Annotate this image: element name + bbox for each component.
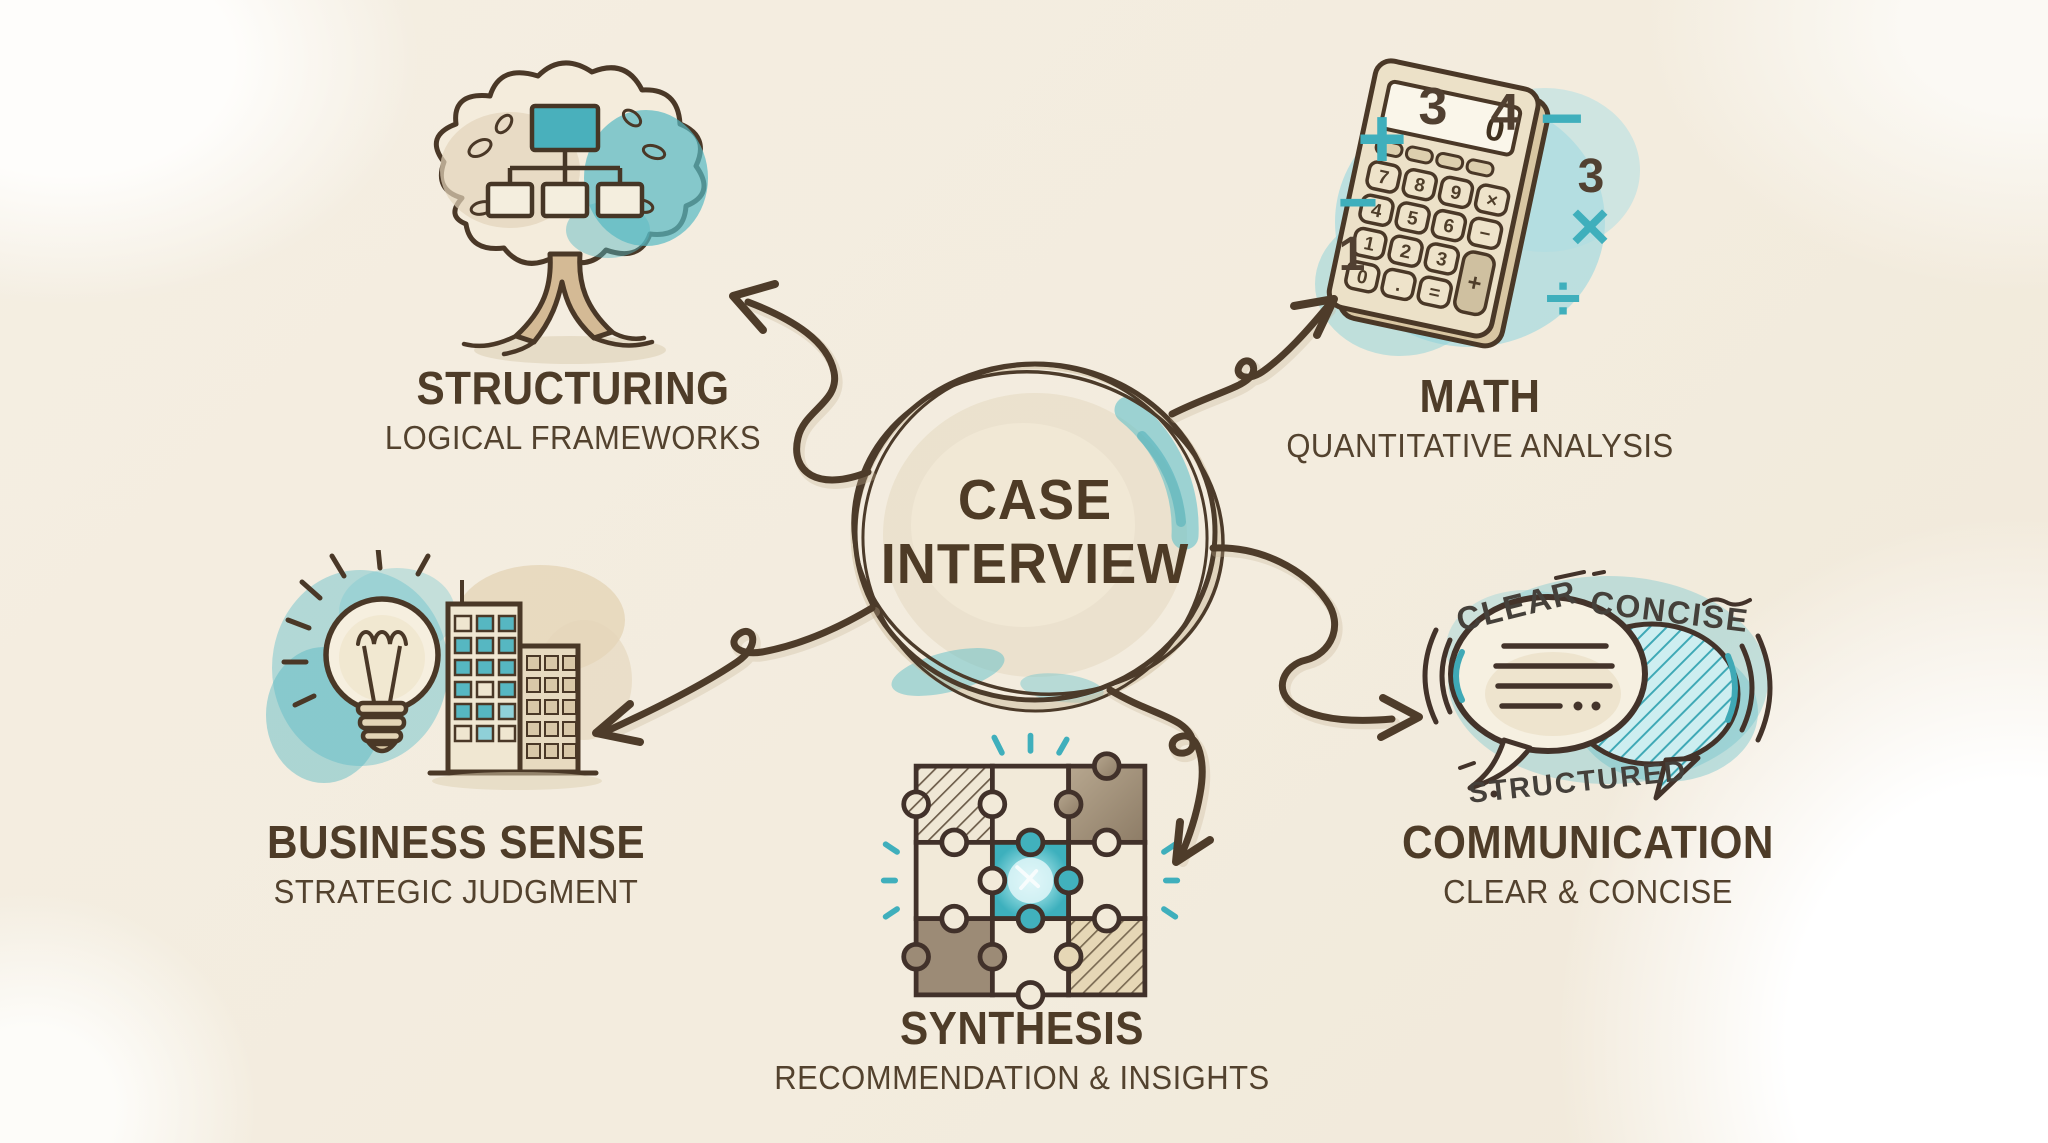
structuring-title: STRUCTURING [416, 362, 730, 414]
paper-wash-top-right [1618, 0, 2048, 310]
svg-text:0: 0 [1355, 266, 1370, 289]
tree-org-chart-icon [433, 60, 708, 364]
svg-text:3: 3 [1434, 249, 1449, 272]
node-business: BUSINESS SENSE STRATEGIC JUDGMENT [186, 818, 726, 911]
communication-title: COMMUNICATION [1402, 816, 1774, 868]
lightbulb-buildings-icon [266, 550, 632, 790]
filament-leg [388, 645, 402, 703]
three-symbol-right: 3 [1578, 150, 1605, 203]
svg-text:7: 7 [1376, 167, 1391, 190]
keypad-keys [1344, 160, 1511, 317]
plus-key [1453, 250, 1496, 317]
bulb-inner-wash [339, 615, 425, 701]
tree-trunk [513, 251, 615, 345]
calculator-display [1379, 79, 1523, 157]
svg-text:9: 9 [1448, 182, 1463, 205]
math-title: MATH [1419, 370, 1541, 422]
structuring-subtitle: LOGICAL FRAMEWORKS [384, 419, 762, 457]
function-keys [1374, 139, 1495, 178]
one-symbol: 1 [1339, 228, 1366, 281]
center-title-line1: CASE [957, 468, 1113, 532]
four-symbol: 4 [1491, 84, 1520, 142]
bubble-dot [1573, 701, 1583, 711]
communication-subtitle: CLEAR & CONCISE [1443, 873, 1733, 911]
bulb-filament-coil [356, 630, 408, 646]
org-chart-child-box [540, 181, 590, 219]
times-symbol: × [1570, 187, 1611, 265]
org-chart-child-box [595, 181, 645, 219]
puzzle-icon [880, 732, 1181, 1010]
node-communication: COMMUNICATION CLEAR & CONCISE [1318, 818, 1858, 911]
divide-symbol: ÷ [1545, 262, 1580, 334]
teal-smudge-bottom-left [891, 648, 1005, 696]
glow-flare [1015, 865, 1041, 891]
teal-arc-accent [1114, 396, 1199, 550]
minus-symbol: − [1540, 76, 1584, 161]
svg-text:5: 5 [1405, 208, 1420, 231]
svg-text:=: = [1427, 282, 1442, 305]
puzzle-knobs [901, 751, 1122, 1010]
arrowhead-structuring [729, 280, 779, 334]
bubble-dot [1591, 701, 1601, 711]
org-chart-child-box [485, 181, 535, 219]
ground-shadow [432, 772, 602, 790]
svg-text:+: + [1465, 269, 1484, 298]
svg-text:8: 8 [1412, 174, 1427, 197]
plus-symbol: + [1357, 91, 1407, 187]
svg-text:2: 2 [1398, 241, 1413, 264]
bulb-rays [281, 550, 431, 708]
svg-text:.: . [1394, 275, 1404, 297]
center-title: CASE INTERVIEW [835, 468, 1235, 596]
synthesis-subtitle: RECOMMENDATION & INSIGHTS [774, 1059, 1270, 1097]
keypad-labels: 7 8 9 × 4 5 6 − 1 2 3 0 . = + [1355, 167, 1500, 305]
minus-symbol-left: − [1338, 163, 1379, 241]
center-title-line2: INTERVIEW [880, 532, 1190, 596]
node-synthesis: SYNTHESIS RECOMMENDATION & INSIGHTS [752, 1004, 1292, 1097]
synthesis-title: SYNTHESIS [899, 1002, 1145, 1054]
floating-math-symbols: + 3 4 − 3 × ÷ − 1 [1338, 76, 1611, 334]
node-structuring: STRUCTURING LOGICAL FRAMEWORKS [303, 364, 843, 457]
business-subtitle: STRATEGIC JUDGMENT [273, 873, 639, 911]
calculator-icon: 0 7 8 9 × 4 5 6 − 1 2 [1315, 58, 1640, 356]
svg-text:×: × [1484, 190, 1499, 213]
svg-text:1: 1 [1362, 233, 1377, 256]
math-subtitle: QUANTITATIVE ANALYSIS [1286, 427, 1674, 465]
circle-inner-highlight [911, 423, 1135, 627]
sketch-ring-2 [861, 363, 1209, 713]
tower-2-windows [526, 655, 577, 759]
filament-leg [362, 645, 376, 703]
svg-text:6: 6 [1441, 215, 1456, 238]
svg-text:4: 4 [1369, 200, 1384, 223]
svg-text:−: − [1477, 223, 1492, 246]
teal-sparks [880, 732, 1181, 920]
org-chart-root-box [529, 103, 601, 153]
three-symbol: 3 [1419, 78, 1448, 136]
teal-arc-accent-2 [1137, 431, 1186, 527]
node-math: MATH QUANTITATIVE ANALYSIS [1210, 372, 1750, 465]
business-title: BUSINESS SENSE [266, 816, 646, 868]
